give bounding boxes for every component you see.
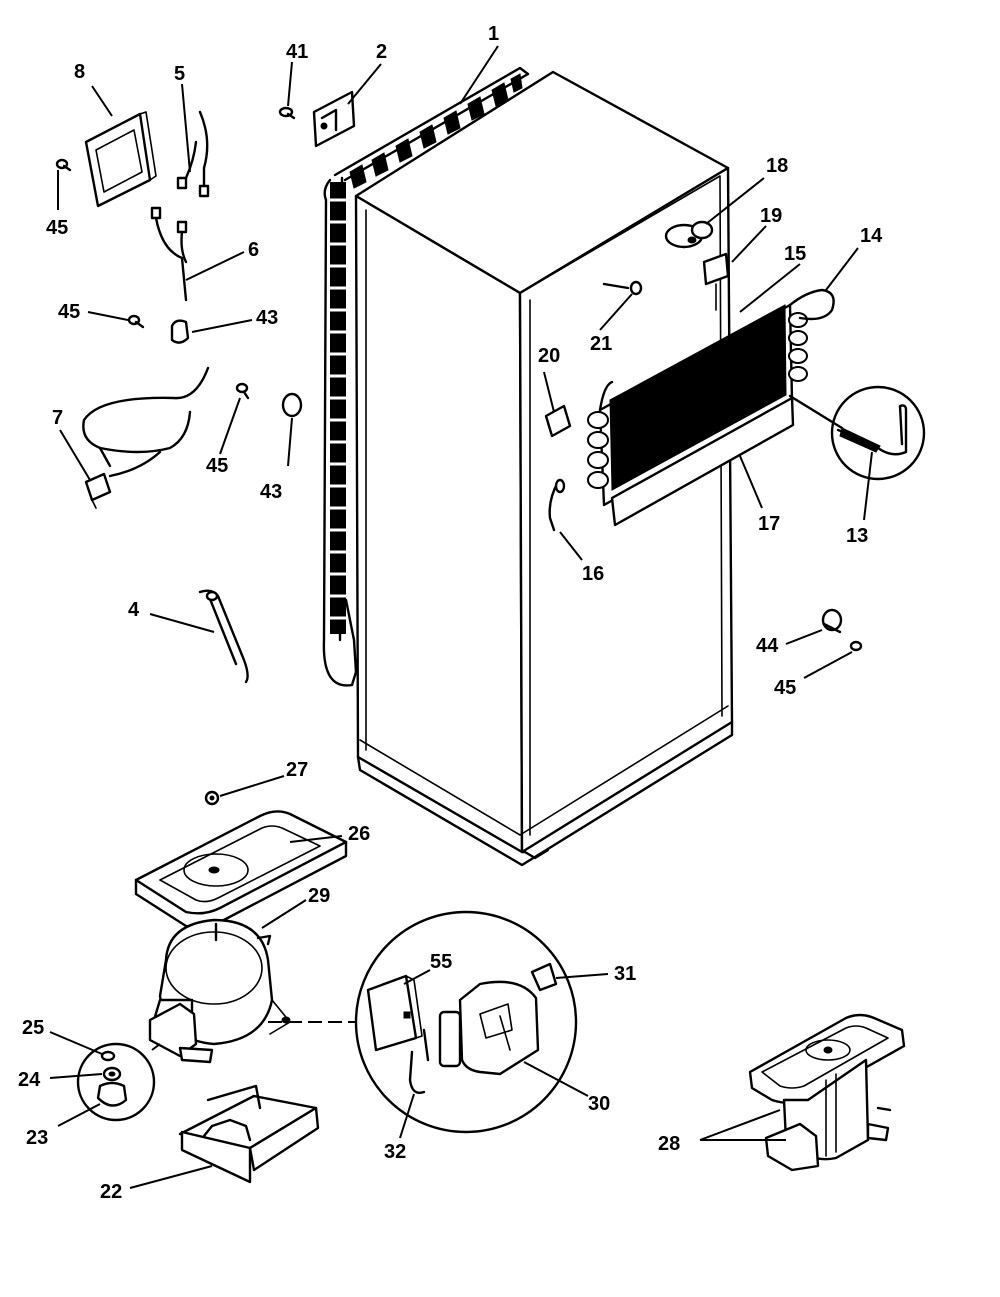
callout-24: 24: [18, 1069, 41, 1091]
callout-16: 16: [582, 563, 604, 585]
screw-part: [55, 158, 72, 172]
clip-part: [544, 404, 572, 438]
callout-6: 6: [248, 239, 259, 261]
callout-45b: 45: [58, 301, 80, 323]
relay-overload-detail: [268, 910, 578, 1134]
callout-22: 22: [100, 1181, 122, 1203]
callout-44: 44: [756, 635, 779, 657]
defrost-thermostat-detail: [788, 385, 926, 481]
screw-part: [602, 280, 643, 296]
wiring-harness-part: [150, 110, 210, 302]
callout-17: 17: [758, 513, 780, 535]
clip-part: [281, 392, 303, 418]
compressor-part: [148, 918, 291, 1064]
callout-2: 2: [376, 41, 387, 63]
callout-5: 5: [174, 63, 185, 85]
power-cord-part: [82, 366, 210, 509]
callout-32: 32: [384, 1141, 406, 1163]
callout-28: 28: [658, 1133, 680, 1155]
compressor-bracket-part: [178, 1084, 320, 1184]
condenser-coil: [322, 66, 530, 687]
callout-20: 20: [538, 345, 560, 367]
callout-7: 7: [52, 407, 63, 429]
bracket-part: [702, 252, 730, 311]
callout-8: 8: [74, 61, 85, 83]
cover-plate-part: [84, 111, 157, 208]
screw-part: [278, 106, 296, 120]
condenser-top-fins: [349, 73, 523, 189]
callout-31: 31: [614, 963, 636, 985]
callout-19: 19: [760, 205, 782, 227]
screw-part: [235, 382, 250, 400]
callout-4: 4: [128, 599, 140, 621]
evaporator-coil: [587, 288, 835, 527]
callout-15: 15: [784, 243, 806, 265]
callout-13: 13: [846, 525, 868, 547]
callout-43b: 43: [260, 481, 282, 503]
callout-21: 21: [590, 333, 612, 355]
leader-lines: [49, 45, 873, 1189]
drain-pan-part: [134, 810, 348, 929]
damper-control-part: [664, 220, 714, 249]
bracket-part: [312, 90, 356, 148]
callout-29: 29: [308, 885, 330, 907]
callout-43a: 43: [256, 307, 278, 329]
heater-wire-part: [548, 478, 566, 532]
callout-45a: 45: [46, 217, 68, 239]
mounting-hardware-detail: [76, 1042, 161, 1122]
callout-14: 14: [860, 225, 883, 247]
callout-23: 23: [26, 1127, 48, 1149]
screw-part: [849, 640, 863, 652]
callout-45d: 45: [774, 677, 796, 699]
clip-part: [170, 319, 190, 344]
callout-25: 25: [22, 1017, 44, 1039]
callout-labels: 1 2 4 5 6 7 8 13 14 15 16 17 18 19 20 21…: [18, 23, 883, 1203]
callout-26: 26: [348, 823, 370, 845]
callout-30: 30: [588, 1093, 610, 1115]
callout-18: 18: [766, 155, 788, 177]
callout-41: 41: [286, 41, 308, 63]
screw-part: [127, 314, 145, 329]
callout-1: 1: [488, 23, 499, 45]
drain-tube-part: [198, 589, 249, 684]
callout-27: 27: [286, 759, 308, 781]
compressor-assembly-part: [748, 1013, 906, 1172]
clip-part: [821, 608, 843, 634]
callout-45c: 45: [206, 455, 228, 477]
grommet-part: [204, 790, 220, 806]
callout-55: 55: [430, 951, 452, 973]
